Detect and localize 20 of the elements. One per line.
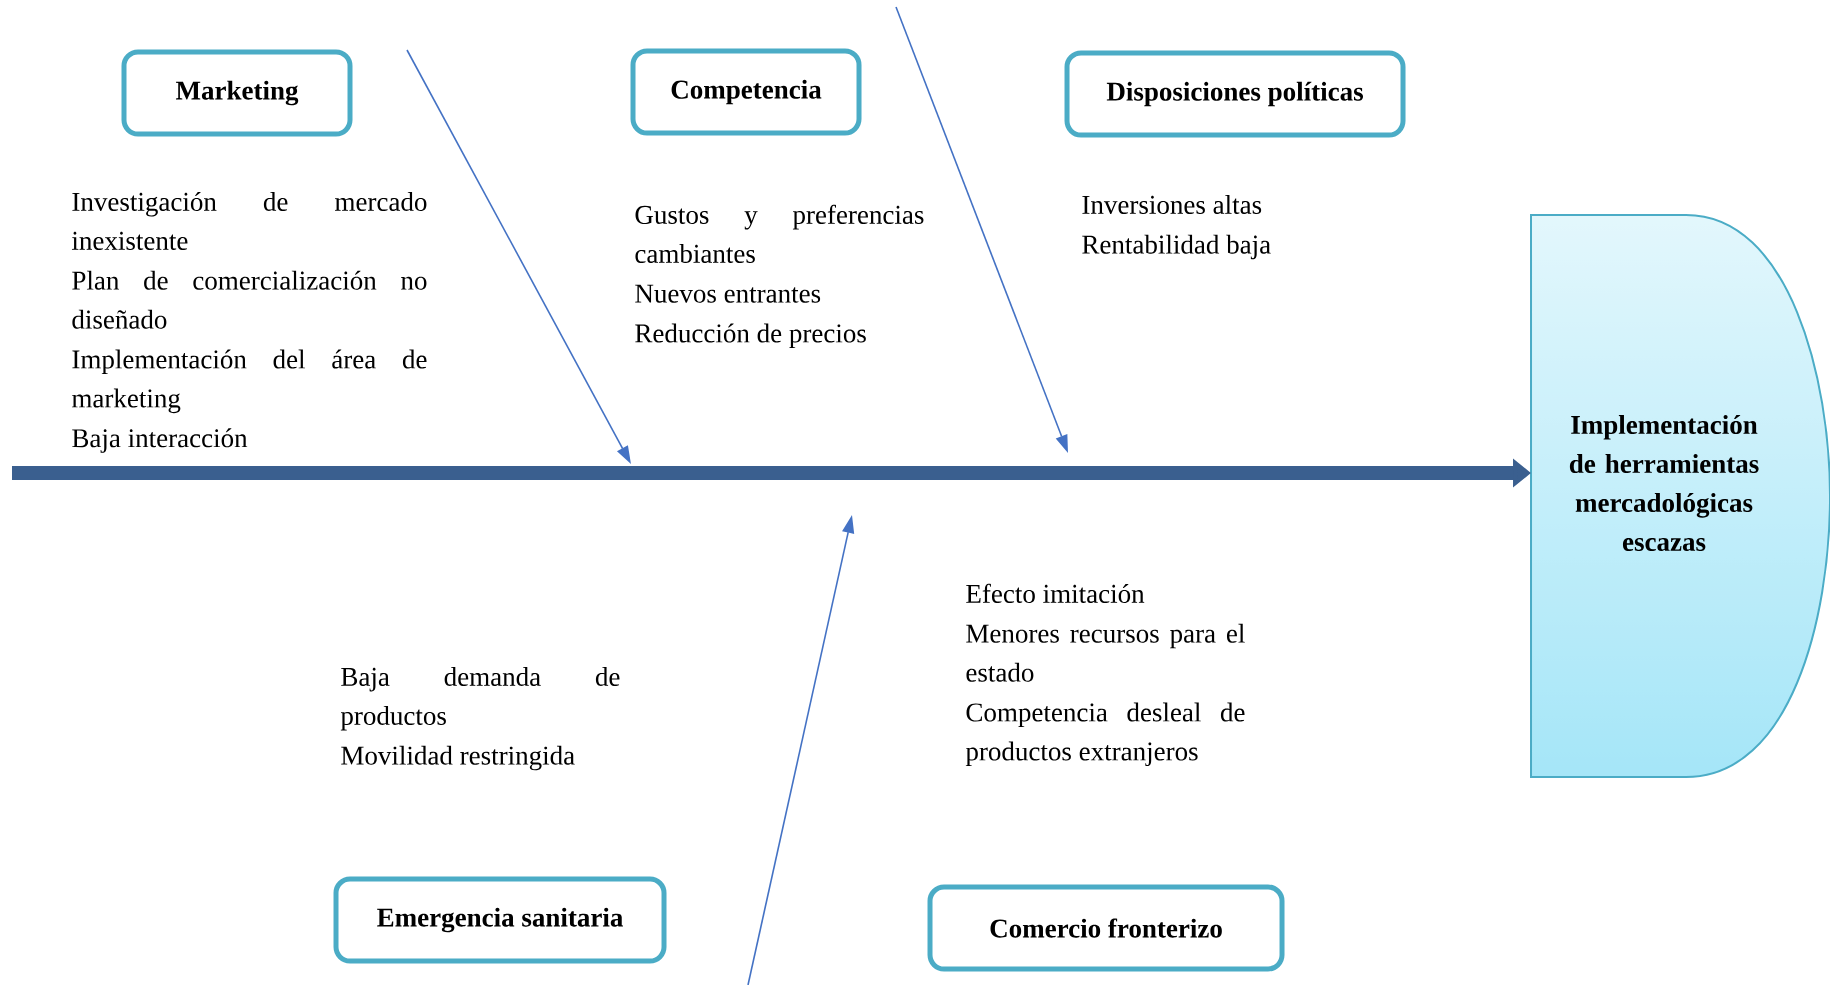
cause-text: Reducción de precios [635,323,866,349]
cause-text: Nuevos entrantes [635,284,821,303]
cause-text: Investigación de mercado inexistente [71,191,427,250]
category-box: Emergencia sanitaria [333,876,667,964]
cause-text: Plan de comercialización no diseñado [72,270,427,329]
cause-text: Baja demanda de productos [340,667,620,731]
cause-text: Movilidad restringida [341,745,575,771]
effect-head: Implementación de herramientas mercadológicas escazas [1530,214,1830,778]
cause-text: Competencia desleal de productos extranjeros [965,702,1245,767]
category-box: Competencia [630,48,862,136]
category-box: Disposiciones políticas [1064,50,1406,138]
category-box: Marketing [121,49,353,137]
cause-text: Gustos y preferencias cambiantes [635,204,924,263]
cause-text: Rentabilidad baja [1082,234,1271,260]
cause-text: Menores recursos para el estado [966,623,1245,682]
cause-text: Implementación del área de marketing [71,349,427,414]
cause-text: Inversiones altas [1082,195,1262,214]
cause-text: Efecto imitación [966,583,1145,603]
cause-text: Baja interacción [72,428,248,453]
category-box: Comercio fronterizo [927,884,1285,972]
